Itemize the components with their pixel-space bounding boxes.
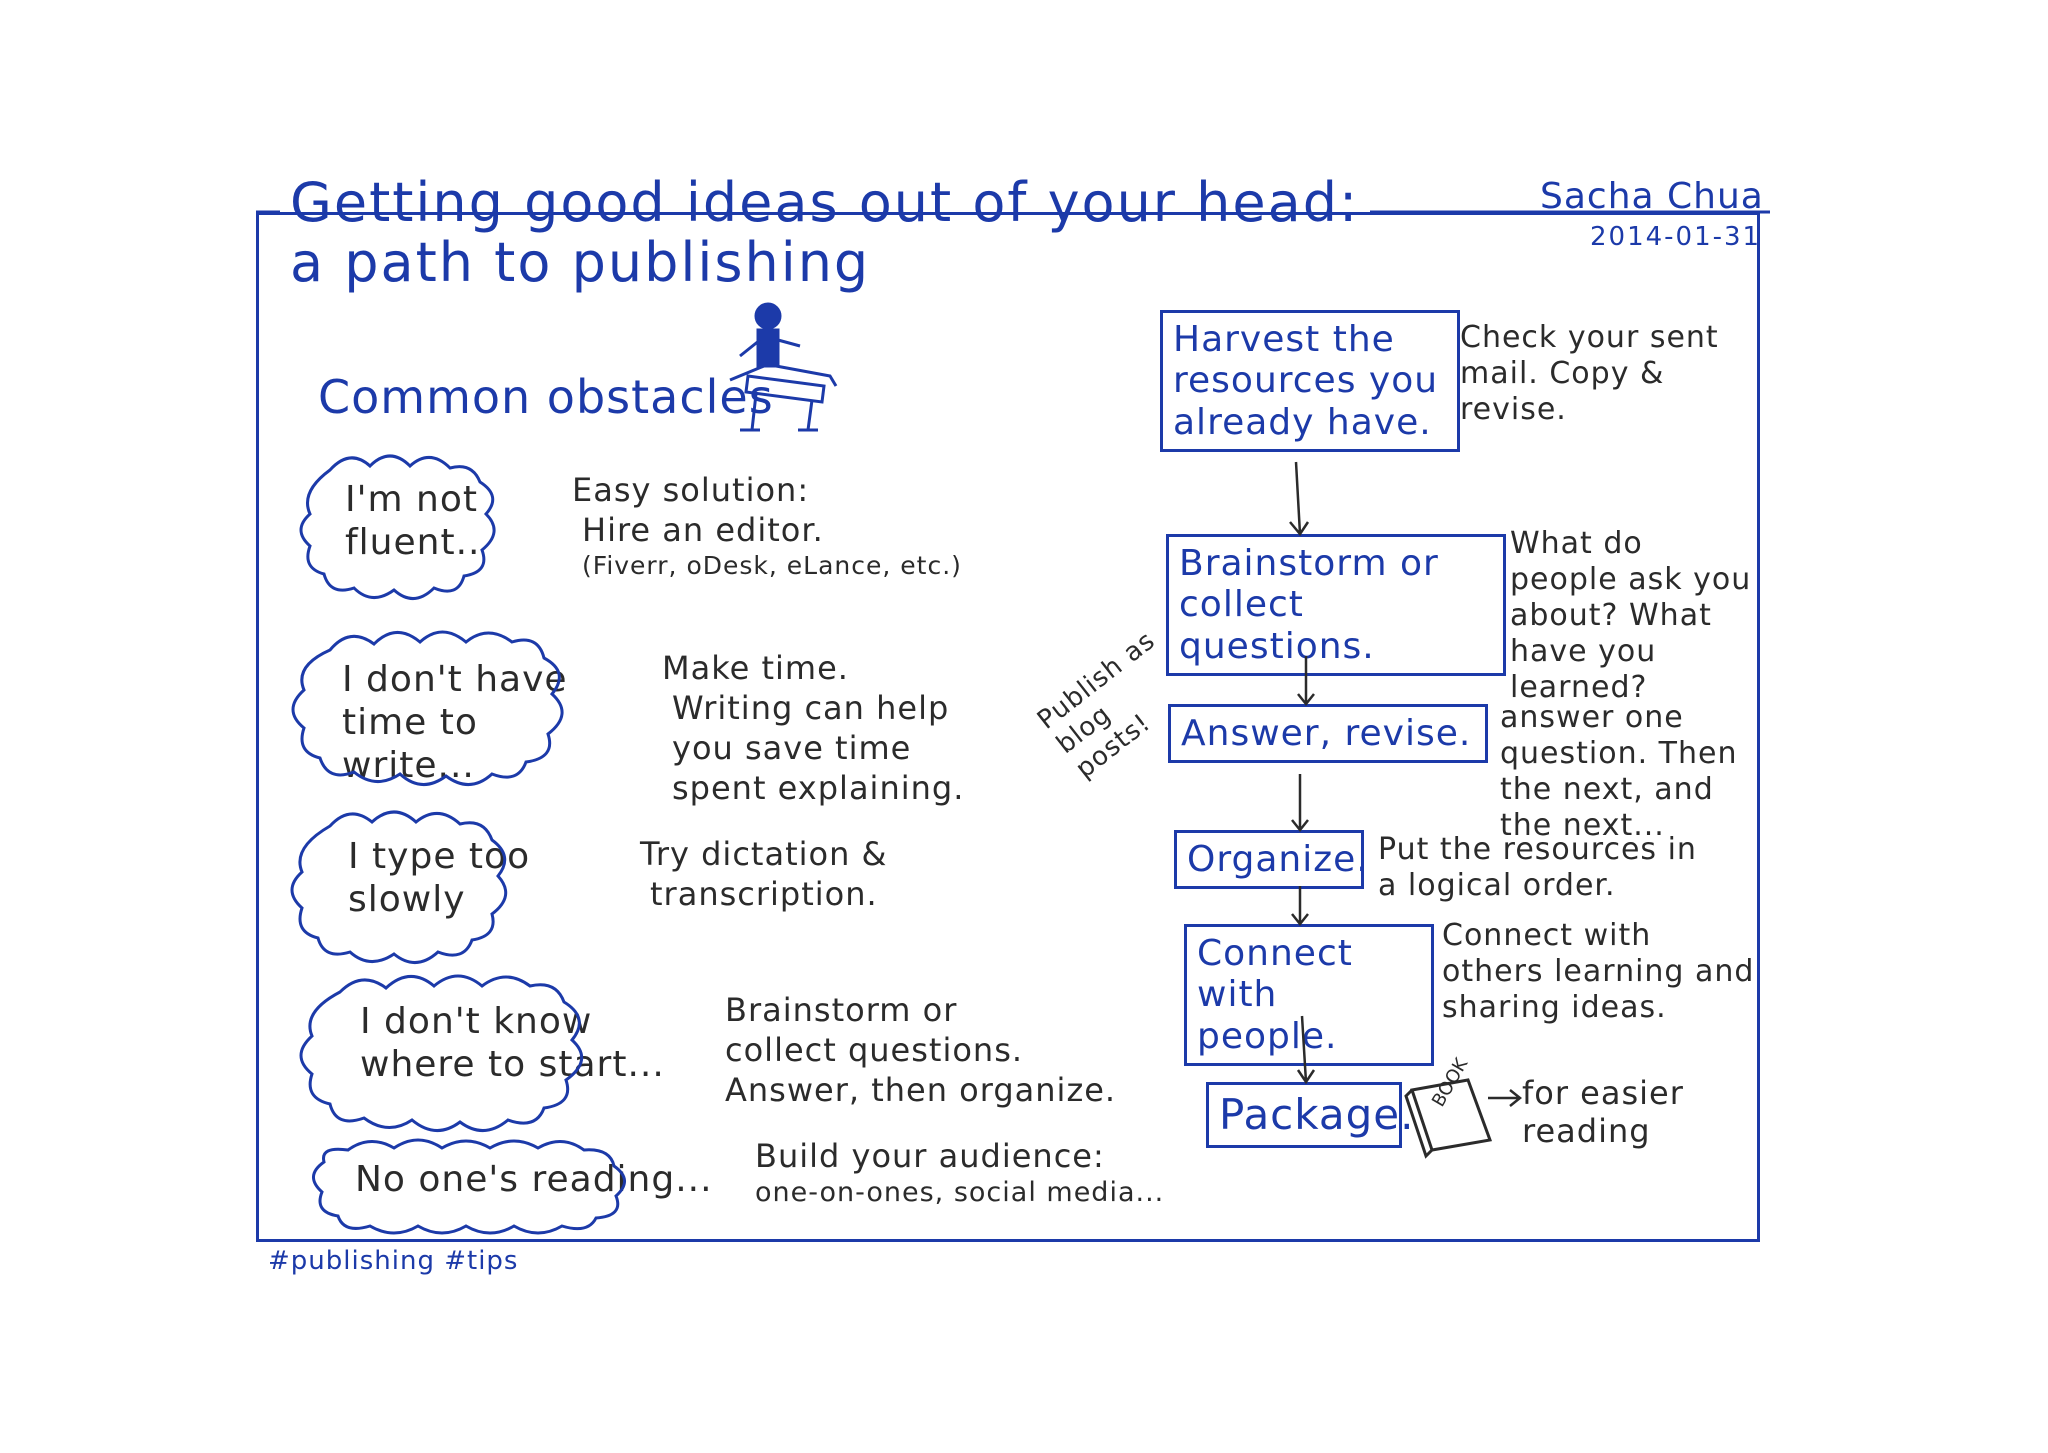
step-package: Package. (1206, 1082, 1413, 1149)
solution-5: Build your audience: one-on-ones, social… (755, 1136, 1164, 1210)
diagram-frame (256, 212, 1760, 1242)
step-answer: Answer, revise. (1168, 704, 1488, 764)
solution-3-line-2: transcription. (650, 875, 878, 913)
note-brainstorm: What do people ask you about? What have … (1510, 526, 1752, 705)
solution-4: Brainstorm or collect questions. Answer,… (725, 990, 1116, 1110)
cloud-5 (312, 1138, 626, 1235)
obstacle-5-text: No one's reading... (355, 1159, 713, 1200)
arrow-1 (1289, 461, 1310, 537)
step-brainstorm: Brainstorm or collect questions. (1166, 534, 1506, 677)
cloud-2 (291, 630, 564, 786)
arrow-book (1488, 1089, 1523, 1107)
title-line-1: Getting good ideas out of your head: (290, 171, 1360, 234)
solution-3-line-1: Try dictation & (640, 835, 888, 873)
hurdler-icon (729, 302, 838, 432)
solution-5-line-1: Build your audience: (755, 1137, 1105, 1175)
solution-2-line-1: Make time. (662, 649, 849, 687)
solution-2-line-2: Writing can help (672, 689, 950, 727)
note-harvest: Check your sent mail. Copy & revise. (1460, 320, 1719, 427)
note-connect: Connect with others learning and sharing… (1442, 918, 1755, 1025)
obstacle-4-text: I don't know where to start... (360, 1001, 665, 1086)
solution-2: Make time. Writing can help you save tim… (662, 648, 964, 808)
step-connect: Connect with people. (1184, 924, 1434, 1067)
solution-4-line-2: collect questions. (725, 1031, 1024, 1069)
obstacle-3-text: I type too slowly (348, 836, 531, 921)
flow-arrows (1289, 461, 1523, 1107)
cloud-3 (290, 810, 508, 964)
author-name: Sacha Chua (1540, 176, 1764, 217)
note-package: for easier reading (1522, 1074, 1684, 1151)
solution-4-line-1: Brainstorm or (725, 991, 958, 1029)
book-icon (1404, 1078, 1493, 1159)
solution-1-line-2: Hire an editor. (582, 511, 824, 549)
clouds (290, 454, 626, 1235)
solution-1-note: (Fiverr, oDesk, eLance, etc.) (582, 551, 962, 580)
title-line-2: a path to publishing (290, 231, 871, 294)
arrow-4 (1291, 886, 1309, 927)
solution-5-line-2: one-on-ones, social media... (755, 1177, 1165, 1208)
arrow-2 (1297, 656, 1315, 707)
step-harvest: Harvest the resources you already have. (1160, 310, 1460, 453)
arrow-5 (1296, 1015, 1316, 1085)
solution-4-line-3: Answer, then organize. (725, 1071, 1117, 1109)
solution-1: Easy solution: Hire an editor. (Fiverr, … (572, 470, 962, 581)
note-organize: Put the resources in a logical order. (1378, 832, 1697, 903)
step-organize: Organize. (1174, 830, 1368, 890)
cloud-4 (299, 974, 583, 1132)
arrow-3 (1291, 774, 1309, 833)
solution-2-line-3: you save time (672, 729, 912, 767)
solution-3: Try dictation & transcription. (640, 834, 887, 914)
solution-2-line-4: spent explaining. (672, 769, 965, 807)
cloud-1 (299, 454, 496, 600)
obstacles-heading: Common obstacles (318, 370, 774, 424)
solution-1-line-1: Easy solution: (572, 471, 810, 509)
obstacle-1-text: I'm not fluent.. (345, 479, 481, 564)
note-answer: answer one question. Then the next, and … (1500, 700, 1738, 843)
hashtags: #publishing #tips (268, 1246, 519, 1276)
date: 2014-01-31 (1590, 222, 1762, 252)
